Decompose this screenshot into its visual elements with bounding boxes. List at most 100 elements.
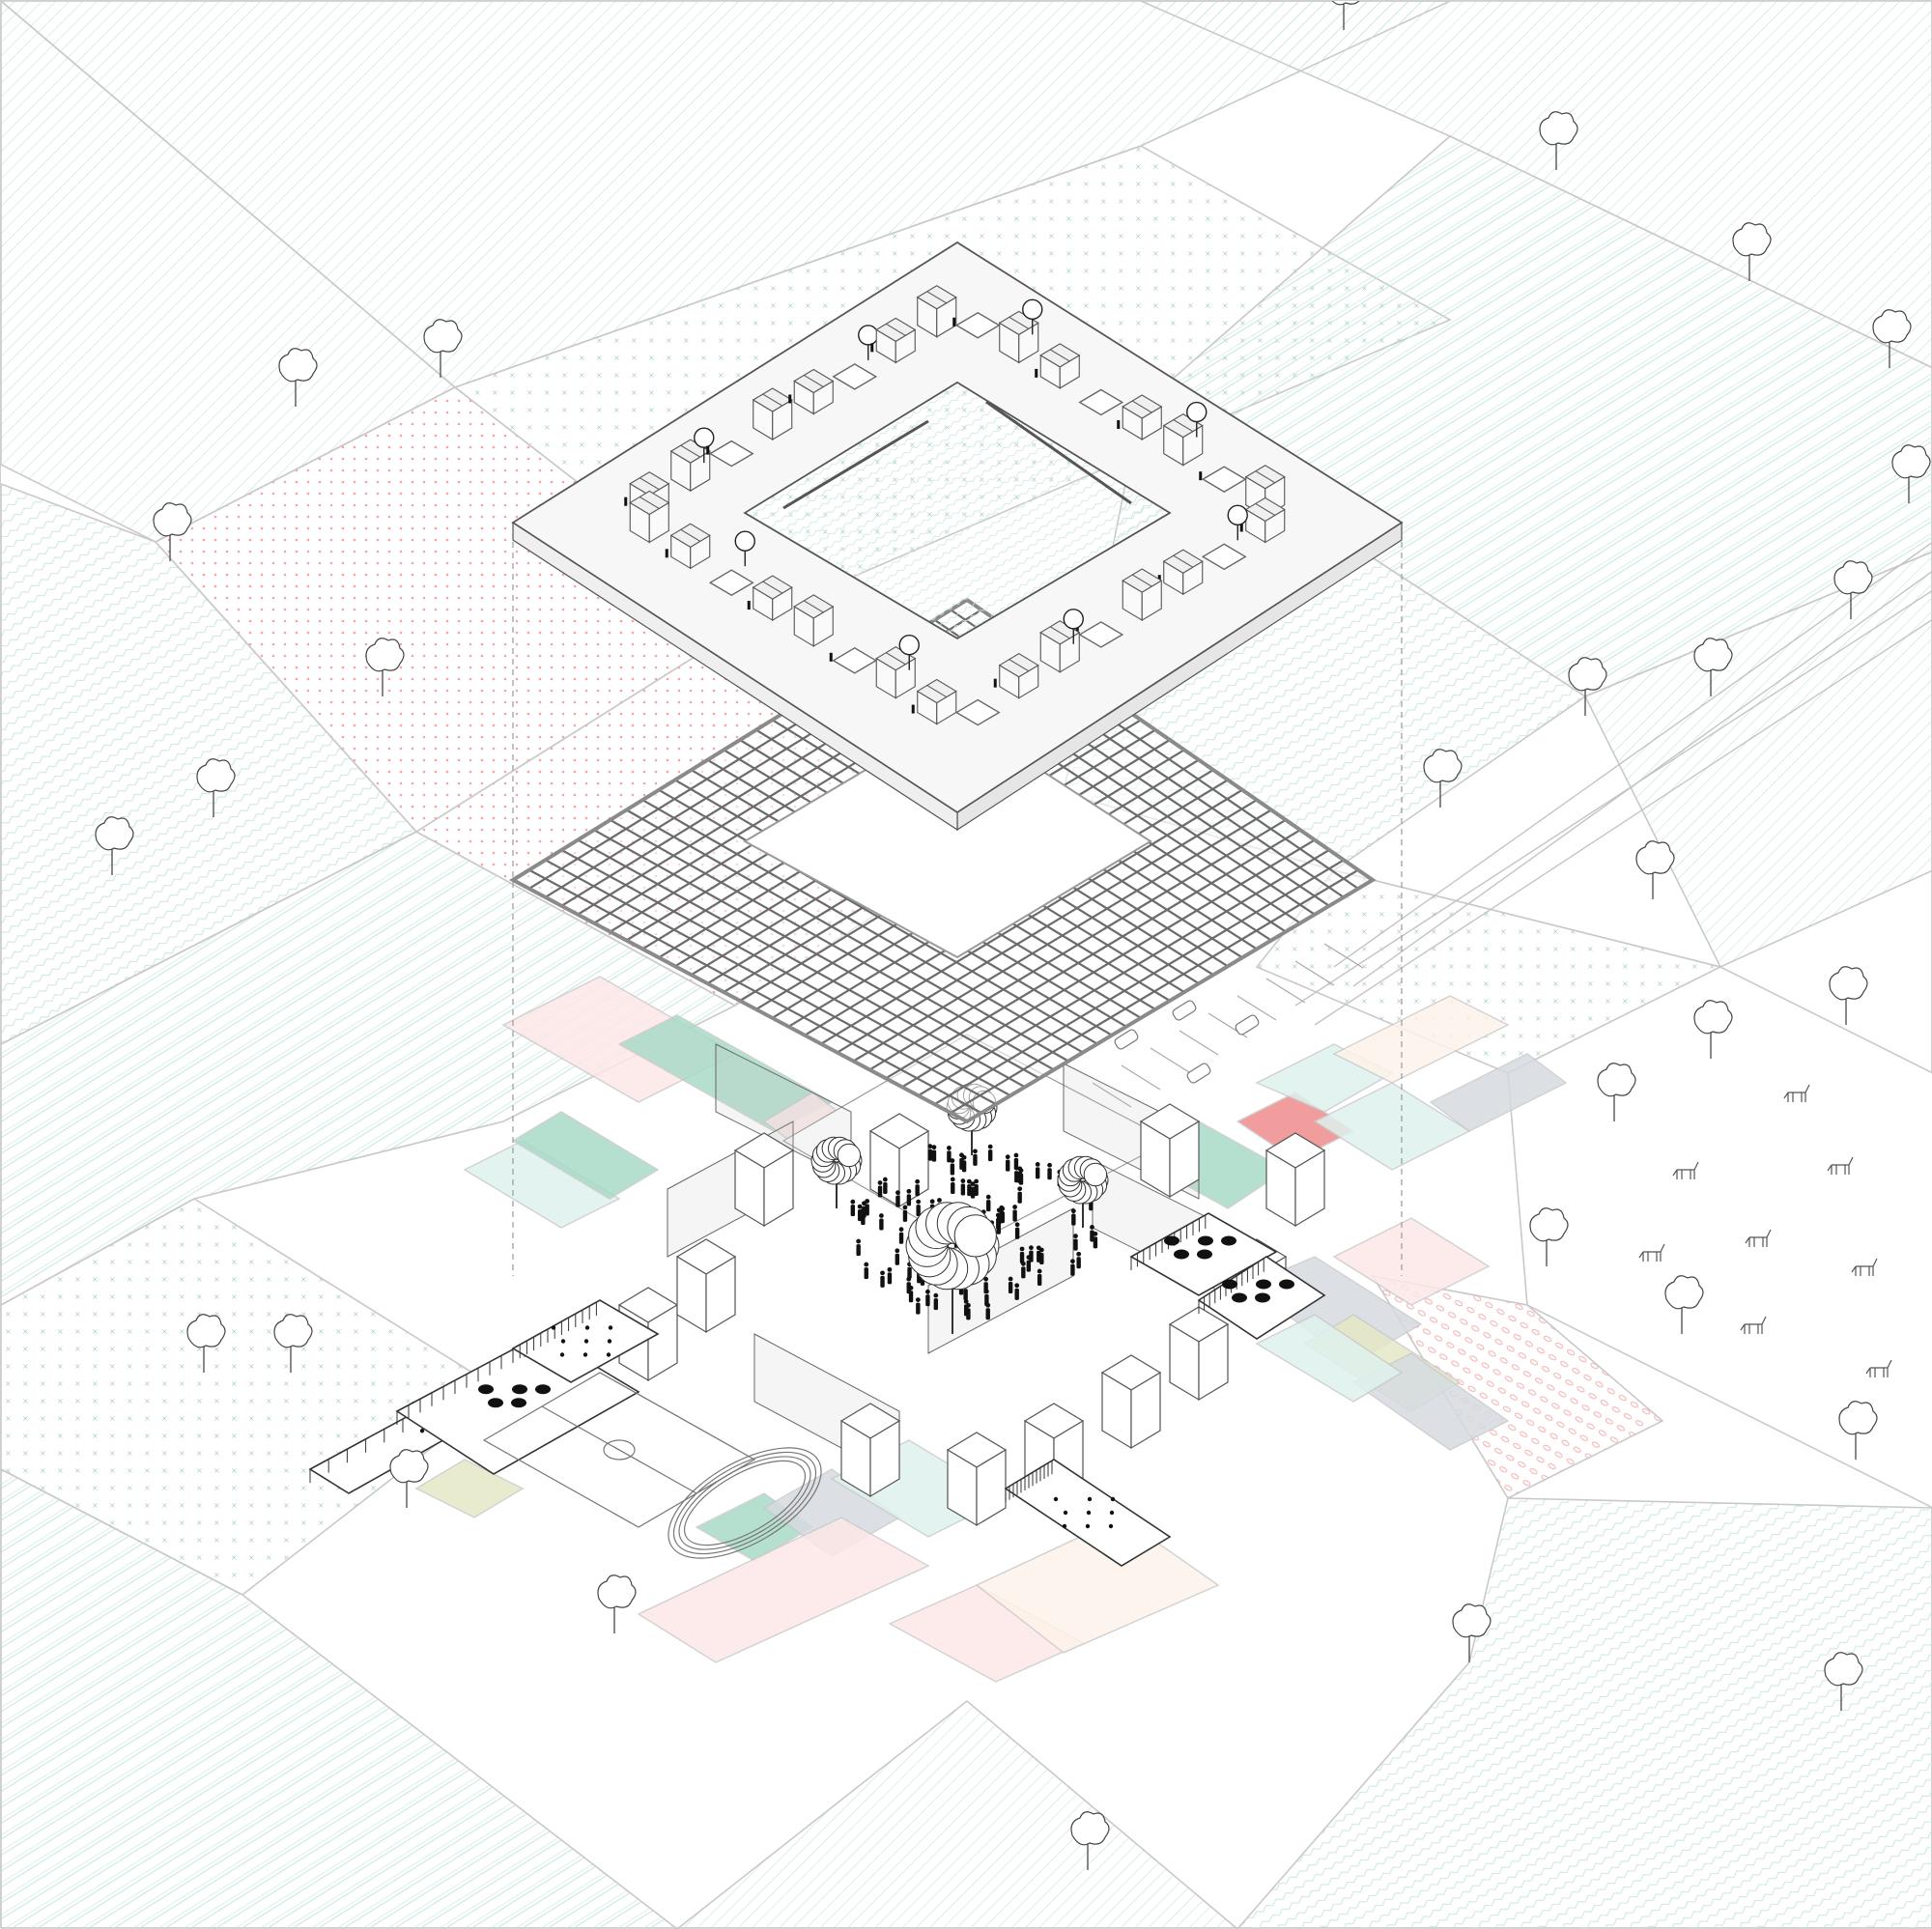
courtyard-tree-icon (694, 427, 715, 448)
person-icon (902, 1209, 908, 1222)
field-parcel (1236, 1497, 1932, 1929)
person-icon (1071, 1213, 1076, 1226)
grid-line (901, 838, 1316, 1089)
person-icon (1239, 523, 1243, 532)
person-icon (1008, 1276, 1013, 1282)
person-icon (937, 1198, 942, 1203)
person-icon (916, 1205, 921, 1217)
field-parcel (1, 1198, 505, 1596)
tree-icon (1891, 444, 1931, 479)
chicken-icon (1108, 1523, 1114, 1529)
person-icon (970, 1181, 976, 1187)
pig-icon (512, 1384, 527, 1395)
tree-icon (1539, 111, 1578, 146)
person-icon (880, 1275, 885, 1288)
person-icon (895, 1190, 900, 1196)
running-track-lane (672, 1451, 817, 1555)
pig-icon (1256, 1279, 1271, 1290)
person-icon (1017, 1191, 1022, 1204)
box-building-wall (1130, 1371, 1161, 1450)
person-icon (883, 1182, 888, 1195)
person-icon (983, 1289, 989, 1294)
person-icon (986, 1200, 991, 1212)
pig-icon (478, 1384, 494, 1395)
horse-icon (1851, 1258, 1878, 1276)
person-icon (747, 601, 751, 610)
person-icon (862, 1201, 867, 1206)
ring-outline (511, 241, 1404, 813)
chicken-icon (584, 1325, 590, 1330)
person-icon (856, 1238, 862, 1244)
tree-icon (1568, 657, 1607, 692)
person-icon (1070, 1259, 1075, 1264)
person-icon (887, 1266, 893, 1272)
crop-strip (414, 1459, 525, 1518)
running-track-lane (683, 1460, 807, 1546)
person-icon (906, 1194, 912, 1206)
person-icon (929, 1199, 935, 1205)
roof-ridge (1173, 419, 1194, 433)
box-building-wall (898, 1129, 929, 1208)
chicken-icon (559, 1352, 565, 1357)
parking-stall-line (1294, 960, 1335, 986)
person-icon (878, 1213, 884, 1218)
chicken-icon (607, 1339, 612, 1344)
chicken-icon (1086, 1510, 1092, 1516)
car-icon (1235, 1014, 1260, 1035)
person-icon (950, 1163, 955, 1176)
person-icon (1017, 1186, 1023, 1192)
courtyard-tree-icon (1186, 401, 1208, 423)
person-icon (960, 1183, 966, 1196)
chicken-icon (608, 1325, 613, 1330)
roof-ridge (1131, 400, 1152, 413)
chicken-icon (582, 1352, 588, 1357)
car-icon (1186, 1063, 1211, 1084)
chicken-icon (1053, 1496, 1059, 1502)
running-track-lane (678, 1456, 811, 1550)
person-icon (1199, 471, 1203, 481)
tree-icon (1331, 1, 1360, 6)
person-icon (902, 1205, 908, 1210)
roof-ridge (803, 600, 824, 613)
plaza-tree-crown (1083, 1162, 1108, 1187)
person-icon (895, 1253, 900, 1265)
tree-icon (1833, 560, 1873, 595)
courtyard-tree-icon (1227, 504, 1248, 526)
person-icon (1073, 1238, 1078, 1251)
person-icon (898, 1232, 904, 1244)
house-courtyard (832, 646, 878, 674)
pig-icon (535, 1384, 551, 1395)
horse-icon (1745, 1229, 1772, 1247)
person-icon (1013, 1165, 1019, 1171)
roof-ridge (680, 444, 701, 458)
person-icon (965, 1302, 971, 1308)
person-icon (959, 1157, 964, 1170)
field-parcel (1, 1468, 679, 1929)
tree-icon (196, 758, 236, 793)
tree-icon (1732, 222, 1772, 257)
house-courtyard (1078, 621, 1124, 648)
stair-ramp (782, 419, 929, 510)
courtyard-village-ring (511, 241, 1404, 832)
person-icon (1047, 1168, 1052, 1180)
person-icon (1018, 1173, 1024, 1185)
roof-ridge (639, 496, 660, 509)
tree-icon (1838, 1401, 1878, 1435)
chicken-icon (1109, 1510, 1115, 1516)
person-icon (987, 1149, 993, 1162)
car-icon (1114, 1029, 1139, 1050)
person-icon (987, 1144, 993, 1149)
person-icon (1020, 1261, 1026, 1266)
person-icon (857, 1209, 863, 1222)
horse-icon (1827, 1156, 1854, 1175)
parking-stall-line (1179, 1030, 1219, 1056)
field-trees (95, 1, 1931, 1870)
chicken-icon (1063, 1510, 1068, 1516)
courtyard-tree-icon (734, 530, 755, 552)
house-courtyard (708, 569, 754, 597)
roof-ridge (885, 652, 906, 666)
parking-stall-line (1323, 943, 1364, 969)
crop-strip (1332, 1217, 1491, 1306)
